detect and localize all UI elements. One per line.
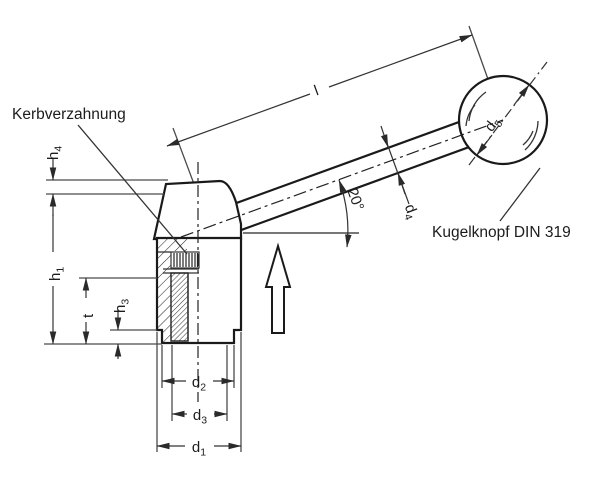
- d4-label: d4: [398, 202, 421, 222]
- hub-section: [155, 236, 243, 345]
- dim-t: t: [79, 277, 157, 345]
- centerlines: [180, 119, 504, 402]
- dim-d1: d1: [156, 439, 242, 459]
- dim-h3: h3: [110, 299, 157, 359]
- dim-h4: h4: [45, 146, 168, 195]
- dim-d3: d3: [171, 407, 228, 427]
- h3-label: h3: [112, 299, 132, 313]
- angle-label: 20°: [343, 186, 367, 213]
- t-label: t: [80, 313, 97, 318]
- serration-band: [170, 251, 200, 269]
- d1-label: d1: [192, 439, 206, 459]
- serration-annotation: Kerbverzahnung: [12, 106, 188, 255]
- threaded-bushing: [170, 272, 189, 342]
- section-hatch-top: [158, 239, 187, 251]
- h4-label: h4: [45, 146, 65, 160]
- dim-h1: h1: [44, 193, 162, 345]
- section-hatch-wall: [158, 251, 171, 342]
- direction-arrow: [264, 242, 292, 334]
- length-label: l: [312, 82, 321, 99]
- knob-annotation: Kugelknopf DIN 319: [432, 167, 571, 241]
- d2-label: d2: [192, 374, 206, 394]
- h1-label: h1: [47, 267, 67, 281]
- knob-label: Kugelknopf DIN 319: [432, 224, 571, 241]
- dim-d2: d2: [161, 374, 235, 394]
- dim-extension-lines-bottom: [156, 332, 242, 452]
- d3-label: d3: [193, 407, 207, 427]
- serration-label: Kerbverzahnung: [12, 106, 126, 123]
- dim-angle: 20°: [243, 179, 367, 248]
